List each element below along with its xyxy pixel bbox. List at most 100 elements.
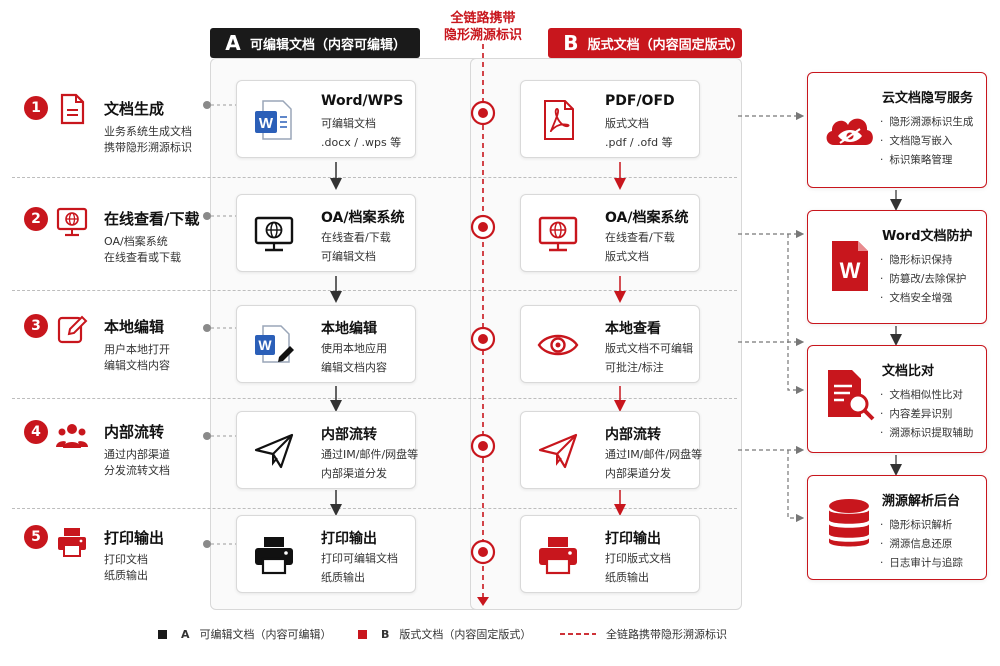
row-separator xyxy=(12,398,737,399)
step-desc-line: OA/档案系统 xyxy=(104,235,168,248)
step-desc: 打印文档纸质输出 xyxy=(104,552,204,584)
service-item: 文档安全增强 xyxy=(880,289,966,308)
step-title: 打印输出 xyxy=(104,529,165,547)
card-title: 打印输出 xyxy=(605,531,661,547)
step-desc: 业务系统生成文档携带隐形溯源标识 xyxy=(104,124,204,156)
service-item: 文档相似性比对 xyxy=(880,386,973,405)
service-connector xyxy=(787,450,805,523)
step-title: 在线查看/下载 xyxy=(104,210,200,228)
step-dot xyxy=(203,212,211,220)
card-title: 内部流转 xyxy=(605,427,661,443)
card-title: Word/WPS xyxy=(321,93,404,109)
service-item: 文档隐写嵌入 xyxy=(880,132,973,151)
step-number: 5 xyxy=(24,525,48,549)
column-a-letter: A xyxy=(225,31,241,55)
step-desc-line: 用户本地打开 xyxy=(104,343,170,356)
cloud-eye-icon xyxy=(826,118,873,145)
paper-plane-icon xyxy=(538,433,578,469)
legend-b: B 版式文档（内容固定版式） xyxy=(358,626,531,642)
card-title: 打印输出 xyxy=(321,531,377,547)
legend-b-letter: B xyxy=(381,627,390,641)
step-title: 本地编辑 xyxy=(104,318,165,336)
eye-icon xyxy=(537,334,579,356)
column-b-letter: B xyxy=(563,31,579,55)
step-dot xyxy=(203,432,211,440)
step-number: 1 xyxy=(24,96,48,120)
service-item: 隐形溯源标识生成 xyxy=(880,113,973,132)
monitor-globe-icon xyxy=(254,216,294,252)
document-icon xyxy=(60,93,85,125)
column-a-label: 可编辑文档（内容可编辑） xyxy=(250,37,407,53)
card-title: 本地编辑 xyxy=(321,321,377,337)
card-b-online: OA/档案系统 在线查看/下载 版式文档 xyxy=(520,194,700,272)
card-title: PDF/OFD xyxy=(605,93,675,109)
step-title: 内部流转 xyxy=(104,423,165,441)
step-dot xyxy=(203,540,211,548)
card-title: OA/档案系统 xyxy=(605,210,689,226)
step-desc-line: 通过内部渠道 xyxy=(104,448,170,461)
card-line: 纸质输出 xyxy=(321,571,365,584)
service-list: 文档相似性比对 内容差异识别 溯源标识提取辅助 xyxy=(880,386,973,443)
service-doc-compare: 文档比对 文档相似性比对 内容差异识别 溯源标识提取辅助 xyxy=(807,345,987,453)
trace-title-line2: 隐形溯源标识 xyxy=(443,28,522,43)
legend-a: A 可编辑文档（内容可编辑） xyxy=(158,626,332,642)
service-item: 隐形标识解析 xyxy=(880,516,963,535)
legend-trace-line xyxy=(560,633,596,635)
column-a-header: A 可编辑文档（内容可编辑） xyxy=(210,28,420,58)
service-item: 内容差异识别 xyxy=(880,405,973,424)
svg-text:W: W xyxy=(840,258,861,283)
trace-marker-icon xyxy=(470,214,496,240)
legend-a-letter: A xyxy=(181,627,190,641)
service-list: 隐形溯源标识生成 文档隐写嵌入 标识策略管理 xyxy=(880,113,973,170)
printer-icon xyxy=(539,537,577,575)
step-desc-line: 分发流转文档 xyxy=(104,464,170,477)
legend-b-swatch xyxy=(358,629,367,639)
step-dot xyxy=(203,101,211,109)
card-a-generate: W Word/WPS 可编辑文档 .docx / .wps 等 xyxy=(236,80,416,158)
row-separator xyxy=(12,290,737,291)
card-line: 可批注/标注 xyxy=(605,361,664,374)
card-line: 打印可编辑文档 xyxy=(321,552,398,565)
service-item: 溯源信息还原 xyxy=(880,535,963,554)
card-line: 版式文档不可编辑 xyxy=(605,342,693,355)
trace-title-line1: 全链路携带 xyxy=(450,11,516,26)
card-line: .docx / .wps 等 xyxy=(321,136,402,149)
step-number: 4 xyxy=(24,420,48,444)
monitor-globe-icon xyxy=(56,207,88,237)
card-line: 打印版式文档 xyxy=(605,552,671,565)
service-cloud-stego: 云文档隐写服务 隐形溯源标识生成 文档隐写嵌入 标识策略管理 xyxy=(807,72,987,188)
word-edit-icon: W xyxy=(255,325,294,363)
people-icon xyxy=(56,424,88,448)
step-desc-line: 业务系统生成文档 xyxy=(104,125,192,138)
card-line: 编辑文档内容 xyxy=(321,361,387,374)
row-separator xyxy=(12,177,737,178)
step-desc-line: 在线查看或下载 xyxy=(104,251,181,264)
card-line: 内部渠道分发 xyxy=(605,467,671,480)
step-desc-line: 纸质输出 xyxy=(104,569,148,582)
legend-b-label: 版式文档（内容固定版式） xyxy=(399,628,532,641)
step-number: 2 xyxy=(24,207,48,231)
service-item: 隐形标识保持 xyxy=(880,251,966,270)
card-a-print: 打印输出 打印可编辑文档 纸质输出 xyxy=(236,515,416,593)
service-word-protect: W Word文档防护 隐形标识保持 防篡改/去除保护 文档安全增强 xyxy=(807,210,987,324)
card-line: 在线查看/下载 xyxy=(605,231,675,244)
service-title: 文档比对 xyxy=(882,364,935,379)
step-desc-line: 打印文档 xyxy=(104,553,148,566)
card-title: OA/档案系统 xyxy=(321,210,405,226)
service-item: 防篡改/去除保护 xyxy=(880,270,966,289)
column-b-label: 版式文档（内容固定版式） xyxy=(587,37,744,53)
trace-marker-icon xyxy=(470,326,496,352)
legend-a-swatch xyxy=(158,629,167,639)
service-item: 日志审计与追踪 xyxy=(880,554,963,573)
trace-marker-icon xyxy=(470,539,496,565)
service-title: Word文档防护 xyxy=(882,229,973,244)
trace-title: 全链路携带 隐形溯源标识 xyxy=(432,10,534,44)
card-b-generate: PDF/OFD 版式文档 .pdf / .ofd 等 xyxy=(520,80,700,158)
service-title: 云文档隐写服务 xyxy=(882,91,974,106)
trace-marker-icon xyxy=(470,433,496,459)
step-desc-line: 编辑文档内容 xyxy=(104,359,170,372)
database-icon xyxy=(829,499,869,547)
step-desc-line: 携带隐形溯源标识 xyxy=(104,141,192,154)
card-b-view: 本地查看 版式文档不可编辑 可批注/标注 xyxy=(520,305,700,383)
printer-icon xyxy=(58,528,86,557)
